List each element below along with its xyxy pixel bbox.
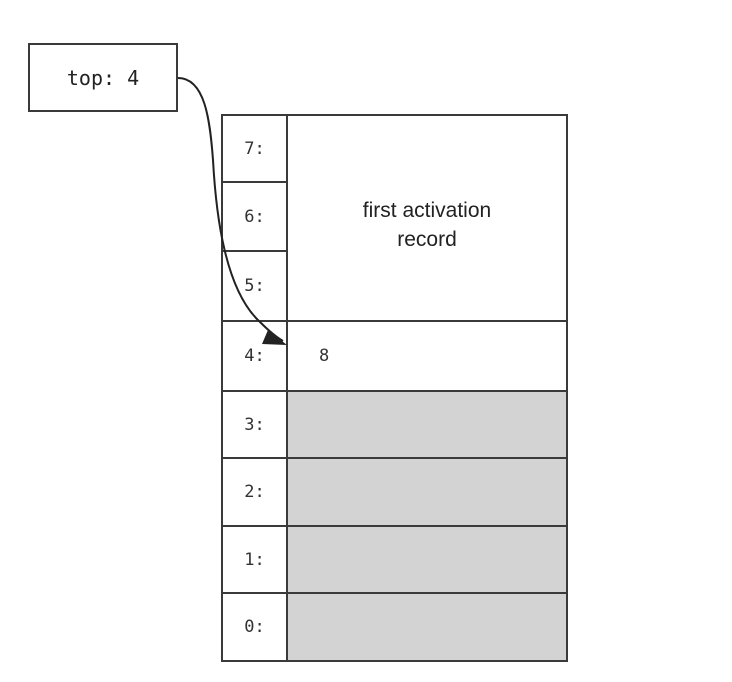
stack-slot-2 <box>288 459 566 527</box>
top-pointer-label: top: 4 <box>66 65 140 90</box>
stack-slot-1 <box>288 527 566 594</box>
top-pointer-box: top: 4 <box>28 43 178 112</box>
stack-index-5: 5: <box>223 252 288 322</box>
stack-index-2: 2: <box>223 459 288 527</box>
stack-slot-0 <box>288 594 566 660</box>
stack-index-1: 1: <box>223 527 288 594</box>
stack-slot-3 <box>288 392 566 459</box>
first-activation-record-label: first activation record <box>362 199 492 251</box>
stack-index-3: 3: <box>223 392 288 459</box>
stack-index-4: 4: <box>223 322 288 392</box>
stack-slot-4-value: 8 <box>319 346 330 366</box>
first-activation-record <box>288 116 566 322</box>
stack-index-0: 0: <box>223 594 288 660</box>
stack-index-6: 6: <box>223 183 288 252</box>
stack-slot-4 <box>288 322 566 392</box>
stack-frame: 7: 6: 5: 4: 3: 2: 1: 0: first activation… <box>221 114 568 662</box>
stack-index-7: 7: <box>223 116 288 183</box>
